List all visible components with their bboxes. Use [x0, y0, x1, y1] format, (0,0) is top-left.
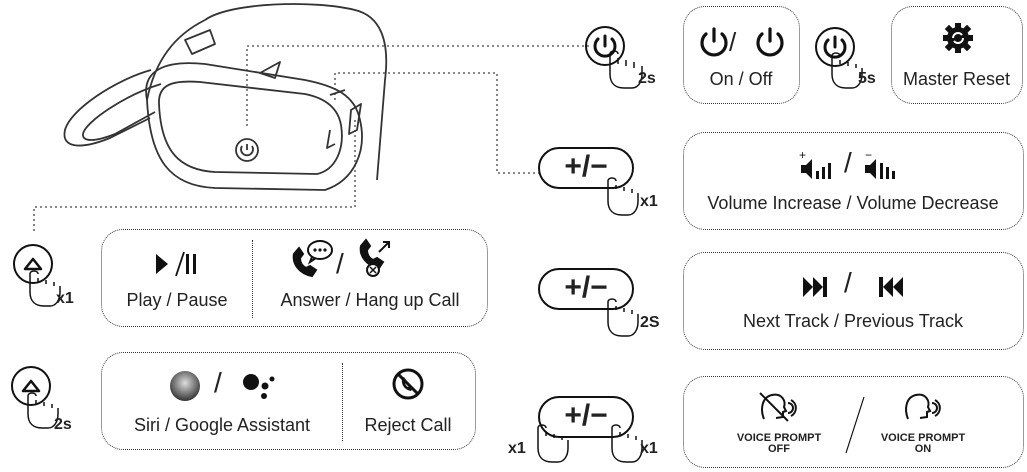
voice-prompt-off-icon [759, 392, 797, 422]
answer-call-icon [292, 240, 333, 278]
hang-up-call-icon [359, 238, 390, 277]
svg-text:+: + [799, 148, 806, 162]
play-pause-label: Play / Pause [126, 290, 228, 310]
slash-separator: / [214, 367, 222, 398]
siri-icon [170, 371, 200, 401]
assistant-reject-box: / Siri / Google Assistant Reject Call [101, 352, 476, 450]
press-hand-icon [607, 177, 639, 216]
master-reset-box: Master Reset [891, 6, 1023, 104]
volume-button-tap: +/− x1 [538, 147, 668, 217]
press-count-label: x1 [640, 193, 658, 210]
plus-minus-symbol: +/− [564, 399, 608, 432]
divider [342, 363, 343, 441]
plus-minus-symbol: +/− [564, 271, 608, 304]
action-button-hold: 2s [8, 364, 88, 436]
hold-duration-label: 2S [640, 314, 660, 331]
hold-duration-label: 2s [638, 70, 656, 87]
voice-prompt-on-label: VOICE PROMPT ON [880, 432, 966, 455]
press-count-label: x1 [56, 290, 74, 307]
press-count-right: x1 [640, 440, 658, 457]
press-hand-icon [607, 298, 639, 337]
play-call-box: Play / Pause / Answer / Hang up Call [101, 229, 488, 327]
power-icon-pair [700, 27, 784, 57]
separator-diagonal [845, 396, 865, 454]
volume-up-down-icon: + − [799, 148, 895, 179]
google-assistant-icon [243, 374, 275, 399]
press-hand-icon [609, 50, 643, 89]
volume-label: Volume Increase / Volume Decrease [707, 193, 999, 213]
track-label: Next Track / Previous Track [742, 311, 964, 331]
press-hand-icon [537, 424, 569, 463]
slash-separator: / [336, 248, 344, 279]
volume-box: + − / Volume Increase / Volume Decrease [683, 132, 1024, 230]
track-box: / Next Track / Previous Track [683, 252, 1024, 350]
master-reset-label: Master Reset [902, 69, 1011, 89]
press-count-left: x1 [508, 440, 526, 457]
track-skip-icons [803, 277, 903, 297]
press-hand-icon [27, 392, 59, 429]
on-off-label: On / Off [709, 69, 773, 89]
press-hand-icon [831, 52, 863, 89]
slash-separator: / [844, 267, 852, 298]
slash-separator: / [844, 147, 852, 178]
voice-prompt-on-icon [905, 393, 941, 420]
press-hand-icon [29, 270, 61, 307]
power-button-5s: 5s [812, 24, 892, 94]
reject-call-label: Reject Call [364, 415, 452, 435]
on-off-box: / On / Off [683, 6, 800, 104]
divider [252, 240, 253, 318]
action-button-tap: x1 [10, 242, 90, 314]
gear-reset-icon [943, 23, 973, 53]
hold-duration-label: 5s [858, 70, 876, 87]
volume-button-both: +/− x1 x1 [506, 396, 676, 468]
reject-call-icon [392, 368, 424, 400]
volume-button-hold: +/− 2S [538, 268, 668, 338]
answer-hangup-label: Answer / Hang up Call [280, 290, 460, 310]
voice-prompt-box: VOICE PROMPT OFF VOICE PROMPT ON [683, 376, 1024, 468]
assistant-label: Siri / Google Assistant [133, 415, 311, 435]
press-hand-icon [611, 424, 643, 463]
plus-minus-symbol: +/− [564, 150, 608, 183]
play-pause-icon [156, 251, 196, 277]
speaker-illustration [63, 3, 388, 191]
power-button-2s: 2s [582, 22, 662, 92]
hold-duration-label: 2s [54, 416, 72, 433]
slash-separator: / [729, 27, 737, 57]
svg-text:−: − [865, 148, 872, 162]
voice-prompt-off-label: VOICE PROMPT OFF [736, 432, 822, 455]
